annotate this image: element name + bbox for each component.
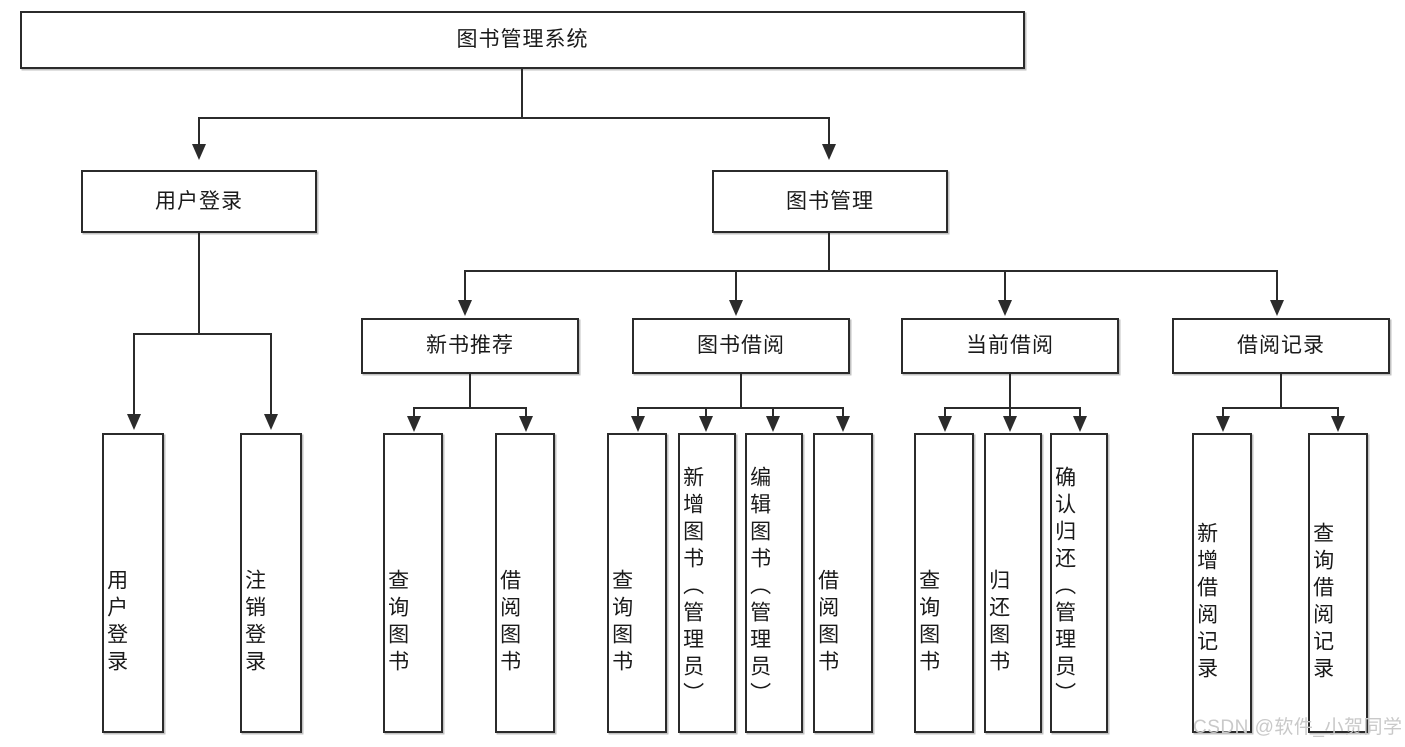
edge-current-borrow-bus	[944, 407, 1081, 409]
edge-book-manage-stem	[828, 233, 830, 271]
arrow-down-icon	[729, 300, 743, 316]
edge-user-login-bus	[133, 333, 272, 335]
arrow-down-icon	[264, 414, 278, 430]
edge-current-borrow-to-leaf-1	[944, 407, 946, 417]
leaf-current-borrow-1[interactable]: 查询图书	[914, 433, 974, 733]
edge-new-book-rec-bus	[413, 407, 527, 409]
edge-book-borrow-stem	[740, 374, 742, 408]
watermark: CSDN @软件_小贺同学	[1193, 717, 1403, 738]
arrow-down-icon	[458, 300, 472, 316]
arrow-down-icon	[407, 416, 421, 432]
node-label: 图书管理	[786, 189, 874, 213]
leaf-book-borrow-1[interactable]: 查询图书	[607, 433, 667, 733]
arrow-down-icon	[1270, 300, 1284, 316]
leaf-book-borrow-2[interactable]: 新增图书（管理员）	[678, 433, 736, 733]
leaf-label: 确认归还（管理员）	[1052, 465, 1076, 709]
edge-new-book-rec-to-leaf-1	[413, 407, 415, 417]
edge-new-book-rec-to-leaf-2	[525, 407, 527, 417]
leaf-new-book-rec-1[interactable]: 查询图书	[383, 433, 443, 733]
arrow-down-icon	[127, 414, 141, 430]
edge-book-manage-to-current-borrow	[1004, 270, 1006, 301]
edge-current-borrow-to-leaf-2	[1009, 407, 1011, 417]
edge-book-borrow-bus	[637, 407, 844, 409]
edge-root-stem	[521, 69, 523, 117]
edge-book-borrow-to-leaf-2	[705, 407, 707, 417]
edge-user-login-to-leaf-2	[270, 333, 272, 415]
node-label: 用户登录	[155, 189, 243, 213]
arrow-down-icon	[822, 144, 836, 160]
leaf-current-borrow-2[interactable]: 归还图书	[984, 433, 1042, 733]
arrow-down-icon	[631, 416, 645, 432]
leaf-label: 查询图书	[385, 569, 409, 677]
edge-new-book-rec-stem	[469, 374, 471, 408]
edge-root-to-user-login	[198, 117, 200, 145]
edge-current-borrow-stem	[1009, 374, 1011, 408]
arrow-down-icon	[1331, 416, 1345, 432]
arrow-down-icon	[192, 144, 206, 160]
edge-book-manage-to-borrow-record	[1276, 270, 1278, 301]
arrow-down-icon	[766, 416, 780, 432]
leaf-label: 编辑图书（管理员）	[747, 465, 771, 709]
leaf-current-borrow-3[interactable]: 确认归还（管理员）	[1050, 433, 1108, 733]
leaf-label: 注销登录	[242, 569, 266, 677]
leaf-book-borrow-3[interactable]: 编辑图书（管理员）	[745, 433, 803, 733]
leaf-new-book-rec-2[interactable]: 借阅图书	[495, 433, 555, 733]
leaf-user-login-2[interactable]: 注销登录	[240, 433, 302, 733]
node-current-borrow[interactable]: 当前借阅	[901, 318, 1119, 374]
node-label: 新书推荐	[426, 334, 514, 358]
arrow-down-icon	[1003, 416, 1017, 432]
node-book-borrow[interactable]: 图书借阅	[632, 318, 850, 374]
arrow-down-icon	[1073, 416, 1087, 432]
edge-borrow-record-stem	[1280, 374, 1282, 408]
node-book-manage[interactable]: 图书管理	[712, 170, 948, 233]
leaf-borrow-record-1[interactable]: 新增借阅记录	[1192, 433, 1252, 733]
arrow-down-icon	[699, 416, 713, 432]
arrow-down-icon	[836, 416, 850, 432]
node-label: 图书管理系统	[456, 28, 589, 52]
edge-borrow-record-to-leaf-2	[1337, 407, 1339, 417]
leaf-label: 借阅图书	[815, 569, 839, 677]
edge-book-manage-to-new-book-rec	[464, 270, 466, 301]
edge-borrow-record-to-leaf-1	[1222, 407, 1224, 417]
edge-user-login-to-leaf-1	[133, 333, 135, 415]
edge-root-bus	[198, 117, 830, 119]
edge-borrow-record-bus	[1222, 407, 1339, 409]
leaf-label: 用户登录	[104, 569, 128, 677]
edge-book-manage-to-book-borrow	[735, 270, 737, 301]
edge-root-to-book-manage	[828, 117, 830, 145]
leaf-user-login-1[interactable]: 用户登录	[102, 433, 164, 733]
arrow-down-icon	[938, 416, 952, 432]
edge-book-borrow-to-leaf-4	[842, 407, 844, 417]
edge-current-borrow-to-leaf-3	[1079, 407, 1081, 417]
leaf-label: 新增借阅记录	[1194, 522, 1218, 684]
leaf-label: 借阅图书	[497, 569, 521, 677]
leaf-borrow-record-2[interactable]: 查询借阅记录	[1308, 433, 1368, 733]
edge-book-borrow-to-leaf-3	[772, 407, 774, 417]
arrow-down-icon	[1216, 416, 1230, 432]
node-user-login[interactable]: 用户登录	[81, 170, 317, 233]
leaf-label: 查询图书	[916, 569, 940, 677]
leaf-label: 新增图书（管理员）	[680, 465, 704, 709]
arrow-down-icon	[998, 300, 1012, 316]
edge-book-manage-bus	[464, 270, 1278, 272]
arrow-down-icon	[519, 416, 533, 432]
leaf-label: 查询借阅记录	[1310, 522, 1334, 684]
node-root-system[interactable]: 图书管理系统	[20, 11, 1025, 69]
leaf-label: 查询图书	[609, 569, 633, 677]
edge-book-borrow-to-leaf-1	[637, 407, 639, 417]
node-label: 借阅记录	[1237, 334, 1325, 358]
leaf-book-borrow-4[interactable]: 借阅图书	[813, 433, 873, 733]
edge-user-login-stem	[198, 233, 200, 334]
node-label: 当前借阅	[966, 334, 1054, 358]
node-borrow-record[interactable]: 借阅记录	[1172, 318, 1390, 374]
node-label: 图书借阅	[697, 334, 785, 358]
node-new-book-rec[interactable]: 新书推荐	[361, 318, 579, 374]
leaf-label: 归还图书	[986, 569, 1010, 677]
